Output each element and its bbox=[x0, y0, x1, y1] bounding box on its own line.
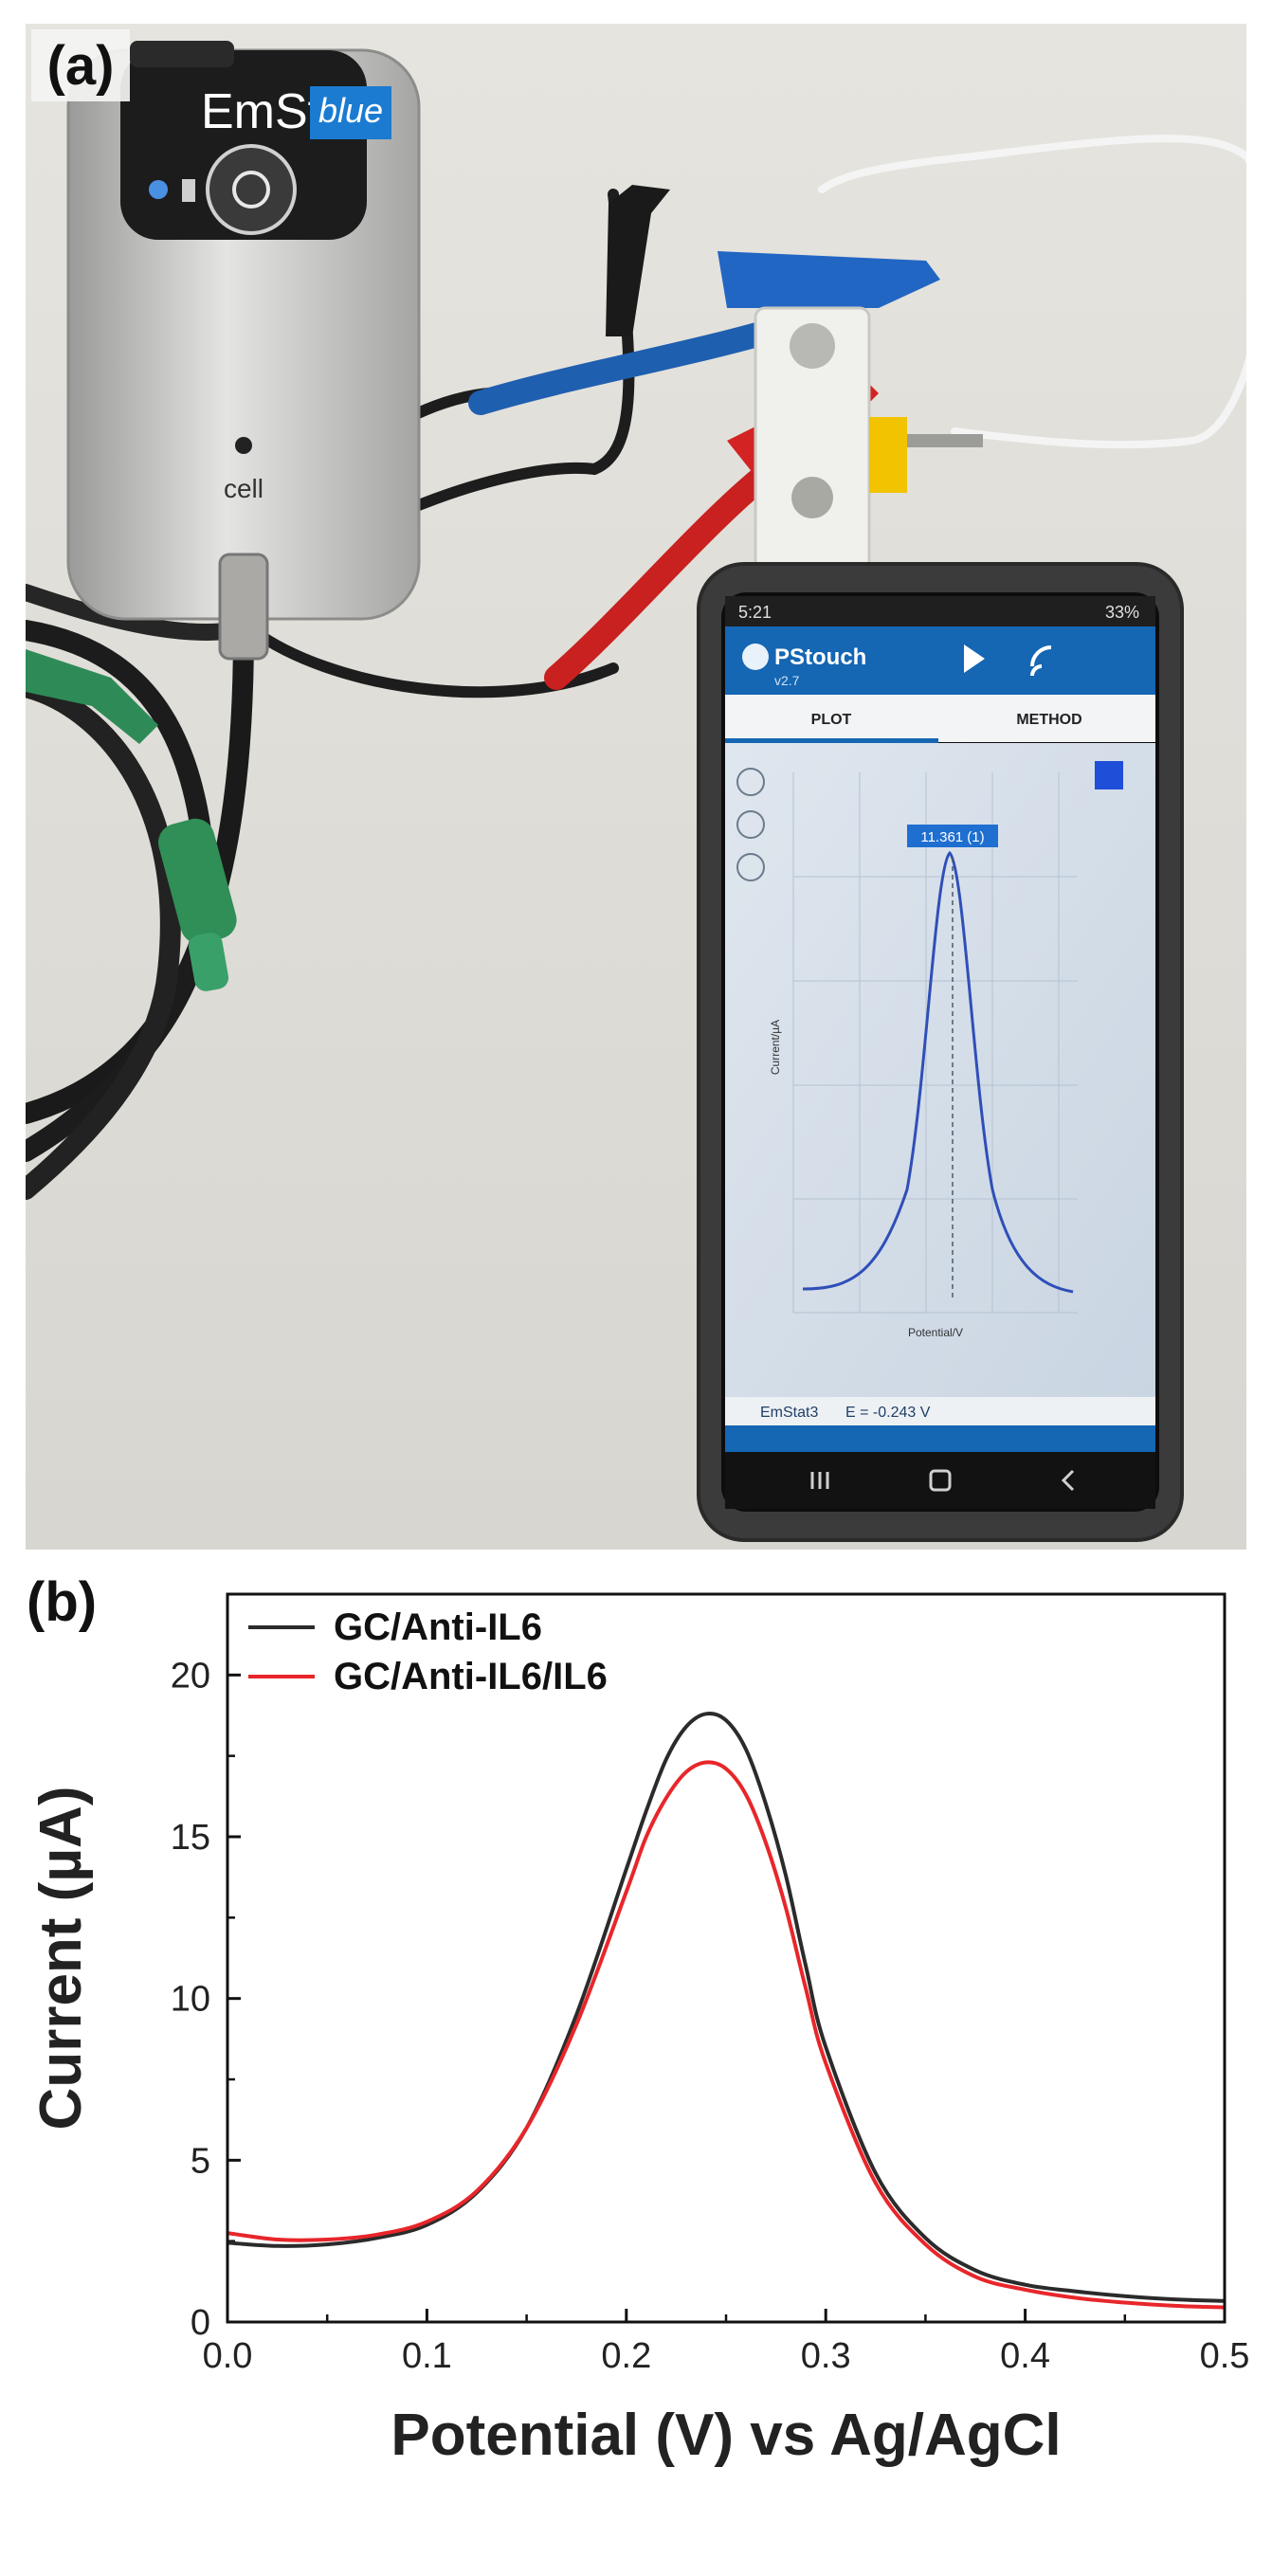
y-tick-label: 5 bbox=[191, 2141, 210, 2181]
device-connector bbox=[218, 553, 269, 661]
device-port-label: cell bbox=[224, 474, 263, 503]
device-brand-suffix: blue bbox=[318, 91, 383, 130]
y-tick-label: 20 bbox=[171, 1656, 210, 1696]
peak-icon bbox=[736, 853, 765, 881]
green-electrode-clips bbox=[26, 649, 237, 991]
x-tick-label: 0.5 bbox=[1200, 2336, 1250, 2376]
smartphone: 5:21 33% PStouch v2.7 PLOT METHOD bbox=[697, 562, 1184, 1542]
tools-icon bbox=[736, 810, 765, 839]
power-button-icon bbox=[206, 144, 297, 235]
phone-x-axis-label: Potential/V bbox=[908, 1326, 963, 1339]
bluetooth-icon bbox=[149, 180, 168, 199]
app-logo-icon bbox=[742, 644, 769, 670]
battery-icon bbox=[182, 179, 195, 202]
zoom-icon bbox=[736, 768, 765, 796]
app-tabs bbox=[725, 695, 1155, 742]
plot-frame bbox=[226, 1592, 1227, 2324]
dpv-chart: (b) 0.0 0.1 0.2 0.3 0.4 0.5 0 5 10 15 20 GC/Anti-I… bbox=[27, 1571, 1250, 2468]
setup-photo: EmStat blue cell (a) 5:21 33% PStouch bbox=[26, 24, 1246, 1550]
phone-peak-tag bbox=[907, 825, 998, 847]
legend-label: GC/Anti-IL6 bbox=[334, 1606, 542, 1648]
panel-b-label: (b) bbox=[27, 1571, 97, 1633]
x-axis-title: Potential (V) vs Ag/AgCl bbox=[391, 2403, 1061, 2468]
connection-icon bbox=[1030, 645, 1052, 677]
y-tick-label: 15 bbox=[171, 1818, 210, 1858]
phone-grid bbox=[792, 772, 1078, 1314]
x-tick-label: 0.0 bbox=[203, 2336, 253, 2376]
phone-status-time: 5:21 bbox=[738, 603, 772, 622]
tab-plot: PLOT bbox=[811, 712, 852, 728]
series-color-swatch bbox=[1095, 761, 1123, 789]
x-tick-label: 0.3 bbox=[801, 2336, 851, 2376]
phone-plot-area bbox=[725, 743, 1155, 1397]
cell-port-icon bbox=[235, 437, 252, 454]
phone-footer-device: EmStat3 bbox=[760, 1405, 818, 1421]
legend-label: GC/Anti-IL6/IL6 bbox=[334, 1656, 608, 1697]
black-electrode-clip bbox=[606, 185, 670, 336]
emstat-potentiostat: EmStat blue cell bbox=[66, 41, 421, 661]
x-tick-label: 0.1 bbox=[402, 2336, 452, 2376]
tab-method: METHOD bbox=[1016, 712, 1081, 728]
x-tick-label: 0.2 bbox=[601, 2336, 651, 2376]
y-tick-label: 10 bbox=[171, 1980, 210, 2020]
phone-peak-tag-text: 11.361 (1) bbox=[920, 829, 984, 845]
play-icon bbox=[964, 644, 985, 673]
home-icon bbox=[929, 1469, 952, 1492]
phone-y-axis-label: Current/µA bbox=[769, 1020, 782, 1075]
panel-a-label: (a) bbox=[47, 35, 115, 97]
app-version: v2.7 bbox=[774, 673, 800, 688]
app-bar bbox=[725, 626, 1155, 695]
y-axis-title: Current (µA) bbox=[28, 1787, 94, 2131]
panel-a-photo: EmStat blue cell (a) 5:21 33% PStouch bbox=[26, 24, 1246, 1550]
y-tick-label: 0 bbox=[191, 2303, 210, 2343]
panel-b-chart: (b) 0.0 0.1 0.2 0.3 0.4 0.5 0 5 10 15 20 GC/Anti-I… bbox=[0, 1564, 1272, 2576]
back-icon bbox=[1061, 1469, 1075, 1492]
phone-status-battery: 33% bbox=[1105, 603, 1139, 622]
series-line-gc-anti-il6-il6 bbox=[227, 1760, 1226, 2310]
axis-ticks: 0.0 0.1 0.2 0.3 0.4 0.5 0 5 10 15 20 bbox=[171, 1592, 1250, 2376]
phone-footer-potential: E = -0.243 V bbox=[845, 1405, 931, 1421]
series-line-gc-anti-il6 bbox=[227, 1712, 1226, 2303]
phone-voltammogram-curve bbox=[802, 850, 1074, 1294]
blue-electrode-lead bbox=[468, 251, 940, 415]
phone-nav-bar bbox=[725, 1452, 1155, 1509]
app-name: PStouch bbox=[774, 644, 866, 670]
data-series bbox=[227, 1712, 1226, 2310]
x-tick-label: 0.4 bbox=[1000, 2336, 1050, 2376]
